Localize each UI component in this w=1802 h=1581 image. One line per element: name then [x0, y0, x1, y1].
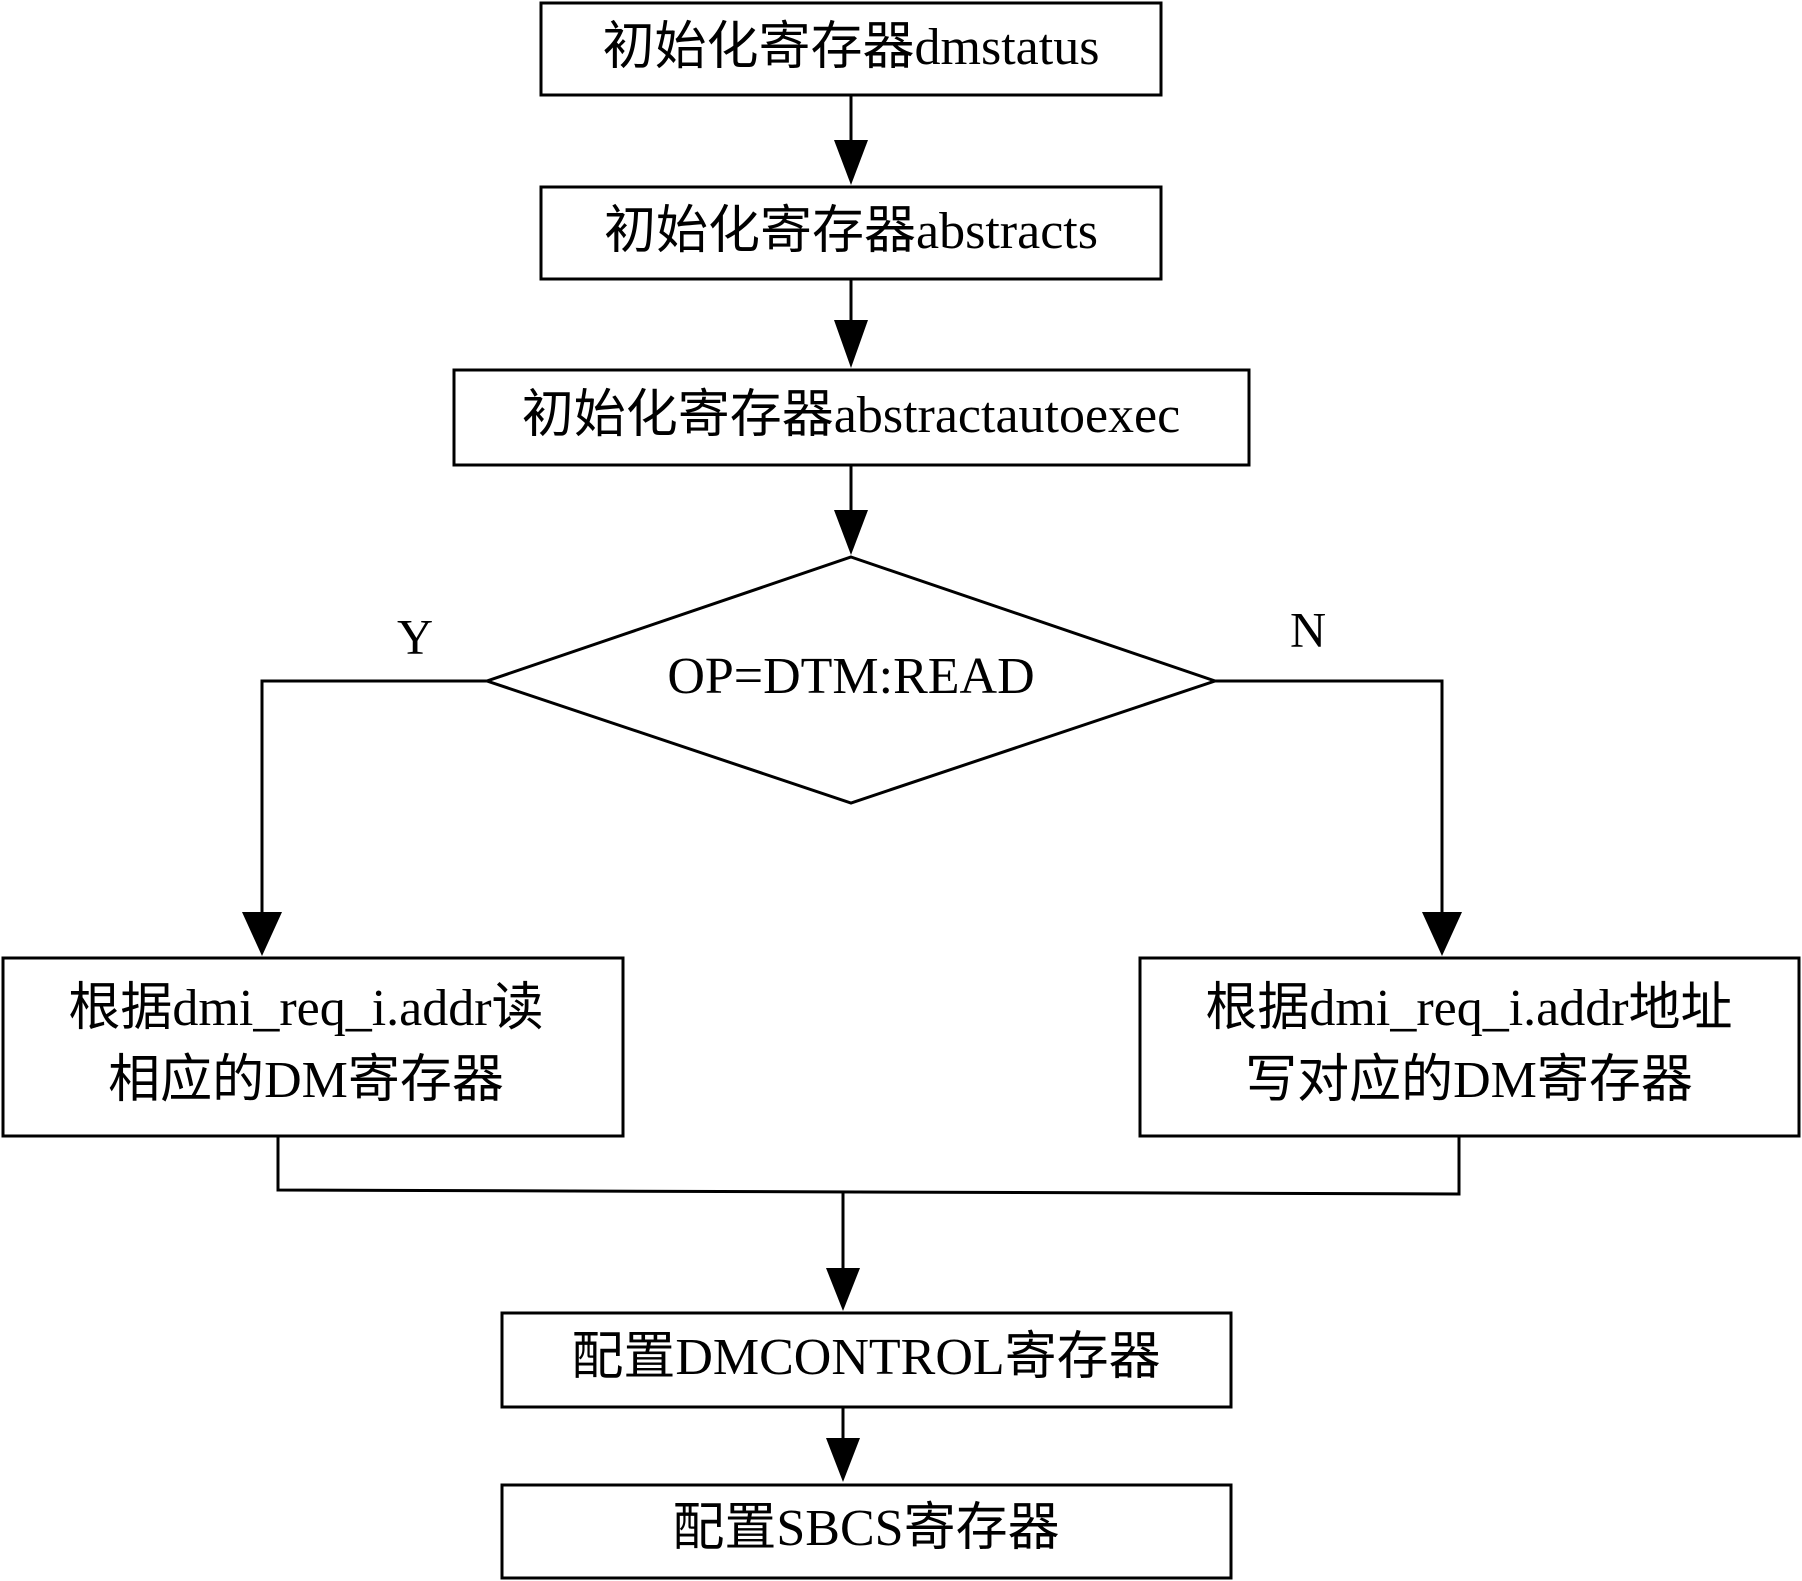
- node-read-dm-register-line2: 相应的DM寄存器: [108, 1052, 504, 1109]
- node-init-abstractautoexec-label: 初始化寄存器abstractautoexec: [522, 387, 1180, 444]
- connector-decision-no: [1215, 679, 1444, 915]
- node-config-sbcs-label: 配置SBCS寄存器: [672, 1500, 1059, 1557]
- arrowhead-merge-dmcontrol: [826, 1268, 860, 1311]
- node-config-sbcs: [500, 1483, 1233, 1580]
- node-init-dmstatus-label: 初始化寄存器dmstatus: [603, 19, 1100, 76]
- node-read-dm-register-line1: 根据dmi_req_i.addr读: [68, 980, 543, 1037]
- arrowhead-decision-yes: [242, 912, 282, 956]
- node-write-dm-register-line2: 写对应的DM寄存器: [1245, 1052, 1693, 1109]
- branch-label-no: N: [1290, 601, 1326, 657]
- node-decision: [482, 555, 1220, 805]
- node-decision-label: OP=DTM:READ: [667, 648, 1034, 705]
- arrowhead-3-decision: [834, 510, 868, 555]
- arrowhead-decision-no: [1422, 912, 1462, 956]
- arrowhead-dmcontrol-sbcs: [826, 1438, 860, 1482]
- node-write-dm-register-line1: 根据dmi_req_i.addr地址: [1205, 980, 1732, 1037]
- arrowhead-1-2: [834, 140, 868, 185]
- arrowhead-2-3: [834, 320, 868, 368]
- node-init-abstracts-label: 初始化寄存器abstracts: [604, 203, 1098, 260]
- node-init-abstractautoexec: [452, 368, 1251, 467]
- node-init-abstracts: [539, 185, 1163, 281]
- node-config-dmcontrol-label: 配置DMCONTROL寄存器: [571, 1329, 1160, 1386]
- node-init-dmstatus: [539, 1, 1163, 97]
- connector-read-merge: [276, 1136, 1461, 1196]
- node-read-dm-register: [1, 956, 625, 1138]
- node-write-dm-register: [1138, 956, 1801, 1138]
- node-config-dmcontrol: [500, 1311, 1233, 1409]
- connector-decision-yes: [260, 679, 487, 915]
- branch-label-yes: Y: [397, 608, 433, 664]
